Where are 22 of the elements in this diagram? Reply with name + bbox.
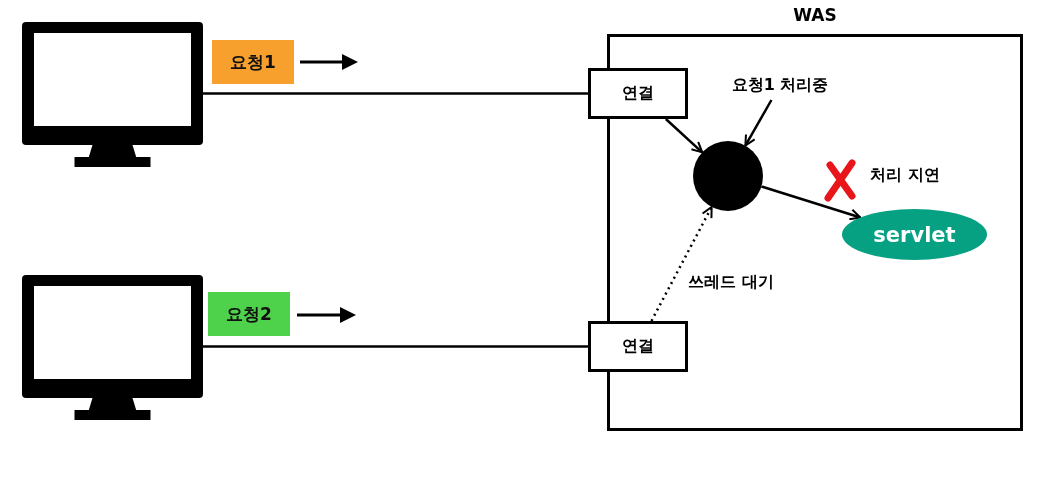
node-text: 연결 bbox=[622, 83, 654, 104]
node-text: 요청2 bbox=[226, 302, 272, 326]
dotted-arrow bbox=[650, 205, 713, 322]
node-text: 연결 bbox=[622, 336, 654, 357]
note-text: 처리 지연 bbox=[870, 165, 940, 186]
arrow bbox=[664, 118, 704, 154]
arrow bbox=[744, 99, 773, 147]
request-tag bbox=[212, 40, 294, 84]
request-tag bbox=[208, 292, 290, 336]
edge-label: 쓰레드 대기 bbox=[688, 272, 774, 293]
server-heading: WAS bbox=[792, 5, 838, 25]
connection-line bbox=[203, 345, 588, 348]
connection-box bbox=[588, 68, 688, 119]
arrow bbox=[761, 185, 862, 221]
node-text: 요청1 처리중 bbox=[731, 74, 829, 96]
connection-line bbox=[203, 92, 588, 95]
thread-circle bbox=[693, 141, 763, 211]
monitor-drawing bbox=[22, 275, 203, 420]
node-text: 요청1 bbox=[230, 50, 276, 74]
node-text: servlet bbox=[873, 222, 956, 247]
monitor-drawing bbox=[22, 22, 203, 167]
connection-box bbox=[588, 321, 688, 372]
